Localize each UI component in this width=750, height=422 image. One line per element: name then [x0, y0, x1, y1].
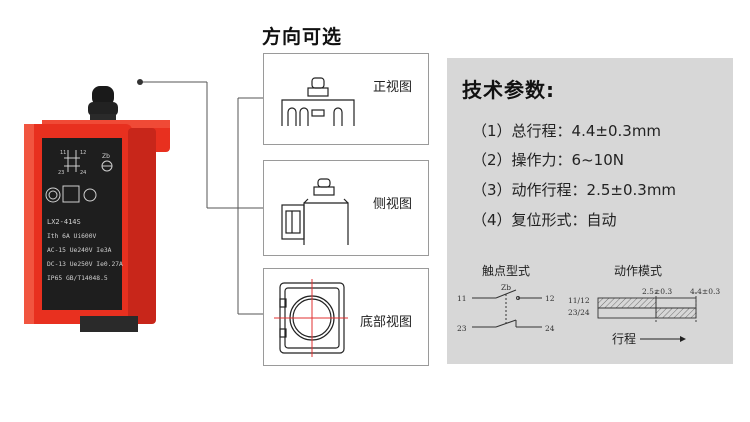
arrow-right-icon [640, 336, 686, 342]
spec-total-travel: （1）总行程：4.4±0.3mm [472, 122, 662, 140]
photo-terminal-24: 24 [80, 170, 86, 176]
limit-switch-image: 11 12 23 24 Zb LX2-414S Ith 6A Ui600V AC… [24, 86, 170, 332]
action-diagram [597, 292, 697, 322]
contact-diagram [472, 289, 542, 328]
spec-title: 技术参数: [462, 78, 555, 102]
action-v1: 2.5±0.3 [642, 287, 673, 296]
photo-line2: AC-15 Ue240V Ie3A [47, 247, 112, 254]
bottom-view-label: 底部视图 [359, 315, 412, 330]
photo-model: LX2-414S [47, 218, 81, 226]
views-title: 方向可选 [262, 26, 343, 48]
contact-t24: 24 [545, 324, 555, 333]
photo-zb: Zb [102, 153, 110, 160]
photo-line3: DC-13 Ue250V Ie0.27A [47, 261, 123, 268]
action-row1: 11/12 [568, 296, 590, 305]
spec-reset-type: （4）复位形式：自动 [472, 211, 617, 229]
front-view-drawing [281, 77, 355, 126]
contact-t11: 11 [457, 294, 467, 303]
contact-diagram-title: 触点型式 [482, 264, 531, 278]
photo-terminal-12: 12 [80, 150, 86, 156]
photo-terminal-11: 11 [60, 150, 66, 156]
side-view-drawing [281, 178, 349, 245]
photo-line1: Ith 6A Ui600V [47, 233, 96, 240]
bottom-view-drawing [274, 279, 348, 357]
photo-terminal-23: 23 [58, 170, 64, 176]
photo-line4: IP65 GB/T14048.5 [47, 275, 108, 282]
bottom-view-panel: 底部视图 [263, 268, 429, 366]
action-row2: 23/24 [568, 308, 590, 317]
action-v2: 4.4±0.3 [690, 287, 721, 296]
spec-operating-force: （2）操作力：6~10N [472, 151, 624, 169]
front-view-label: 正视图 [372, 80, 412, 95]
contact-t23: 23 [457, 324, 467, 333]
action-travel-label: 行程 [612, 332, 637, 346]
contact-zb: Zb [501, 283, 512, 292]
action-diagram-title: 动作模式 [614, 264, 663, 278]
contact-t12: 12 [545, 294, 555, 303]
front-view-panel: 正视图 [263, 53, 429, 145]
spec-action-travel: （3）动作行程：2.5±0.3mm [472, 181, 677, 199]
side-view-panel: 侧视图 [263, 160, 429, 256]
side-view-label: 侧视图 [372, 197, 412, 212]
